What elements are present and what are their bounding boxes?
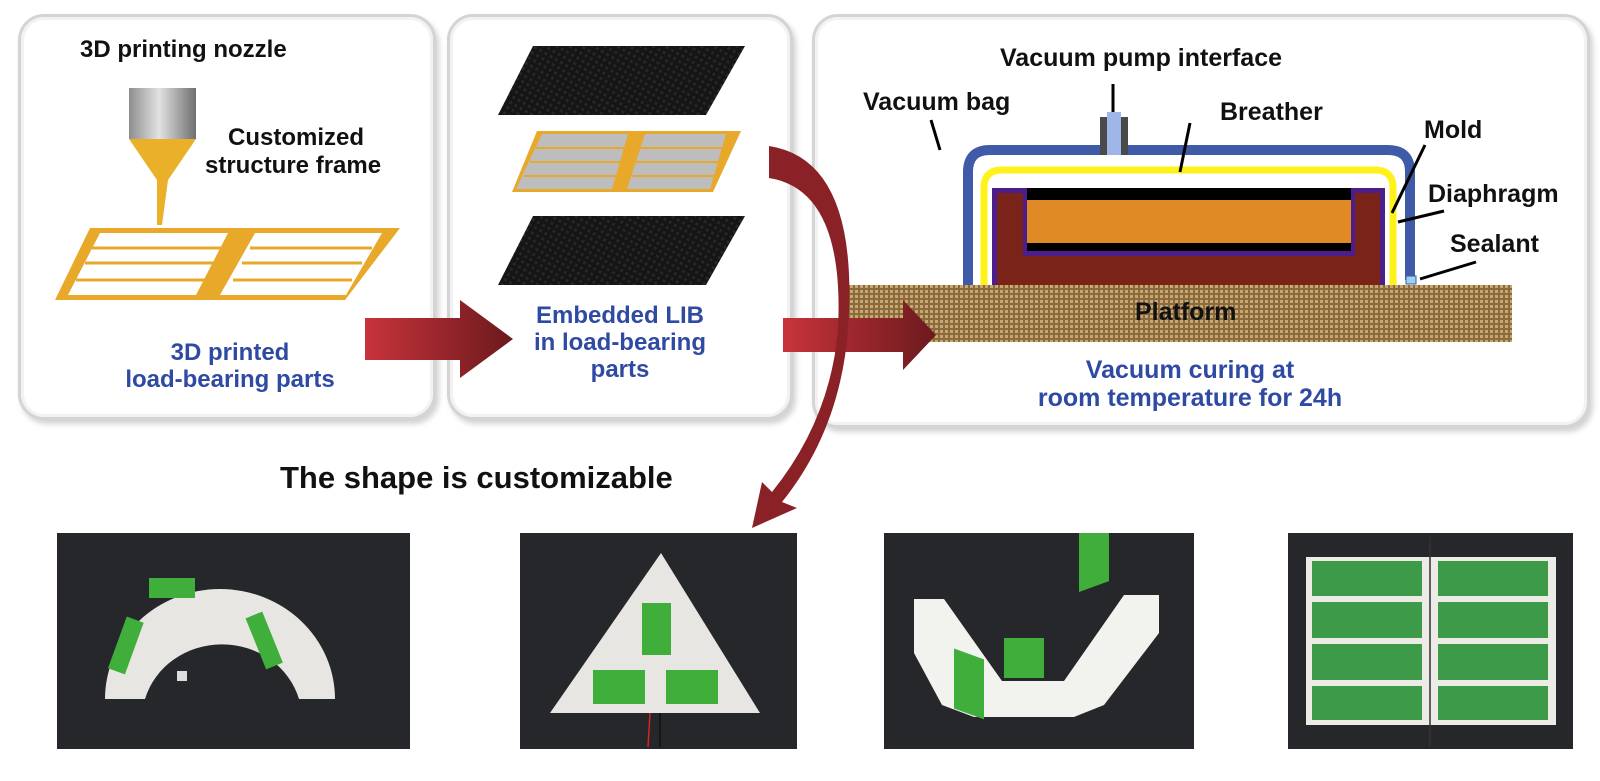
triangle-shape — [550, 553, 760, 748]
sealant-label: Sealant — [1450, 230, 1539, 258]
curing-caption-line1: Vacuum curing at — [1085, 356, 1295, 384]
platform — [845, 285, 1512, 342]
mold-label: Mold — [1424, 116, 1483, 144]
printing-caption-line1: 3D printed — [170, 339, 290, 366]
vacuum-pump-interface-icon — [1100, 112, 1128, 155]
bag-label: Vacuum bag — [863, 88, 1011, 116]
grid-shape — [1306, 537, 1556, 747]
nozzle-label: 3D printing nozzle — [80, 36, 287, 63]
breather — [980, 166, 1397, 285]
curing-caption: Vacuum curing at room temperature for 24… — [980, 356, 1400, 412]
photo-triangle — [520, 533, 797, 749]
frame-label-line1: Customized — [228, 124, 365, 151]
battery-frame — [512, 131, 741, 192]
carbon-sheet-top — [498, 46, 745, 115]
shape-heading: The shape is customizable — [280, 460, 673, 495]
printed-frame — [55, 228, 400, 300]
photo-rectangle-grid — [1288, 533, 1573, 749]
curing-caption-line2: room temperature for 24h — [1037, 384, 1343, 412]
arrow-right-2-icon — [783, 300, 936, 370]
pump-label: Vacuum pump interface — [1000, 44, 1283, 72]
printing-caption: 3D printed load-bearing parts — [40, 339, 420, 394]
printing-caption-line2: load-bearing parts — [125, 365, 335, 393]
embedding-caption-line1: Embedded LIB — [535, 302, 704, 329]
platform-label: Platform — [1135, 298, 1237, 326]
photo-arch — [57, 533, 410, 749]
leader-lines — [929, 84, 1477, 281]
frame-label-line2: structure frame — [205, 152, 382, 179]
breather-label: Breather — [1220, 98, 1323, 126]
arrow-right-1-icon — [365, 300, 513, 378]
embedding-caption-line2: in load-bearing — [533, 328, 706, 356]
embedding-caption-line3: parts — [590, 355, 650, 383]
embedding-caption: Embedded LIB in load-bearing parts — [470, 302, 770, 384]
photo-u-channel — [884, 533, 1194, 749]
arch-shape — [105, 578, 335, 699]
carbon-sheet-bottom — [498, 216, 745, 285]
diaphragm-label: Diaphragm — [1428, 180, 1559, 208]
vacuum-bag — [963, 145, 1415, 285]
u-channel-shape — [914, 533, 1159, 720]
sealant — [1405, 275, 1417, 285]
nozzle-icon — [129, 88, 196, 139]
curved-arrow-down-icon — [752, 146, 850, 528]
extrusion-cone — [129, 139, 196, 225]
